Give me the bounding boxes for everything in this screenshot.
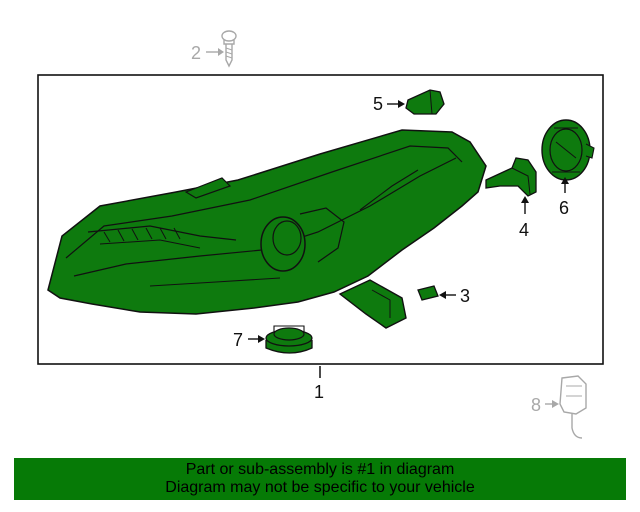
headlamp-diagram: 2 5 4 bbox=[37, 30, 604, 439]
part-7-socket[interactable] bbox=[265, 325, 313, 354]
footer-banner: Part or sub-assembly is #1 in diagram Di… bbox=[14, 458, 626, 500]
part-1-headlamp-assembly[interactable] bbox=[47, 129, 487, 329]
callout-1-label: 1 bbox=[314, 382, 324, 402]
callout-5-label: 5 bbox=[373, 94, 383, 114]
callout-6-label: 6 bbox=[559, 198, 569, 218]
part-8-connector[interactable] bbox=[559, 375, 587, 439]
callout-8-label: 8 bbox=[531, 395, 541, 415]
callout-4-label: 4 bbox=[519, 220, 529, 240]
part-4-bracket[interactable] bbox=[485, 157, 537, 197]
footer-line-1: Part or sub-assembly is #1 in diagram bbox=[185, 461, 455, 478]
part-5-bulb[interactable] bbox=[405, 89, 445, 115]
part-6-socket-cap[interactable] bbox=[541, 119, 595, 181]
callout-7-label: 7 bbox=[233, 330, 243, 350]
part-2-screw[interactable] bbox=[221, 30, 237, 68]
footer-line-2: Diagram may not be specific to your vehi… bbox=[165, 479, 475, 496]
callout-2-label: 2 bbox=[191, 43, 201, 63]
part-3-clip[interactable] bbox=[417, 285, 439, 301]
callout-3-label: 3 bbox=[460, 286, 470, 306]
assembly-frame bbox=[37, 74, 604, 365]
